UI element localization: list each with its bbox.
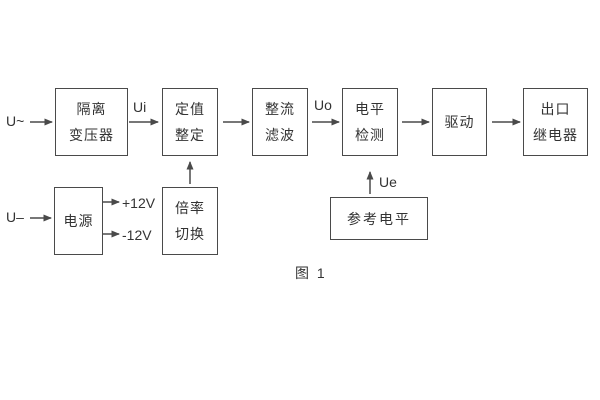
block-label: 隔离	[76, 101, 107, 117]
block-label: 继电器	[533, 127, 578, 143]
signal-label-plus12v: +12V	[122, 195, 156, 211]
signal-label-uo: Uo	[314, 97, 332, 113]
block-label: 滤波	[265, 127, 295, 143]
block-setpoint-adjust: 定值 整定	[162, 88, 218, 156]
block-label: 出口	[540, 101, 571, 117]
block-label: 检测	[355, 127, 385, 143]
block-ratio-switch: 倍率 切换	[162, 187, 218, 255]
block-driver: 驱动	[432, 88, 487, 156]
block-label: 参考电平	[347, 210, 411, 227]
block-level-detect: 电平 检测	[342, 88, 398, 156]
signal-label-u-dc: U–	[6, 209, 24, 225]
block-reference-level: 参考电平	[330, 197, 428, 240]
signal-label-minus12v: -12V	[122, 227, 152, 243]
block-label: 整流	[265, 101, 295, 117]
signal-label-ui: Ui	[133, 99, 147, 115]
block-label: 驱动	[444, 114, 475, 130]
block-label: 切换	[175, 226, 205, 242]
block-power-supply: 电源	[54, 187, 103, 255]
figure-caption: 图 1	[295, 265, 327, 281]
block-label: 整定	[175, 127, 205, 143]
block-rectifier-filter: 整流 滤波	[252, 88, 308, 156]
block-label: 倍率	[175, 200, 205, 216]
block-label: 变压器	[69, 127, 114, 143]
block-label: 电平	[355, 101, 385, 117]
block-isolation-transformer: 隔离 变压器	[55, 88, 128, 156]
signal-label-u-ac: U~	[6, 113, 25, 129]
block-label: 电源	[63, 213, 94, 229]
signal-label-ue: Ue	[379, 174, 397, 190]
block-label: 定值	[175, 101, 205, 117]
block-output-relay: 出口 继电器	[523, 88, 588, 156]
